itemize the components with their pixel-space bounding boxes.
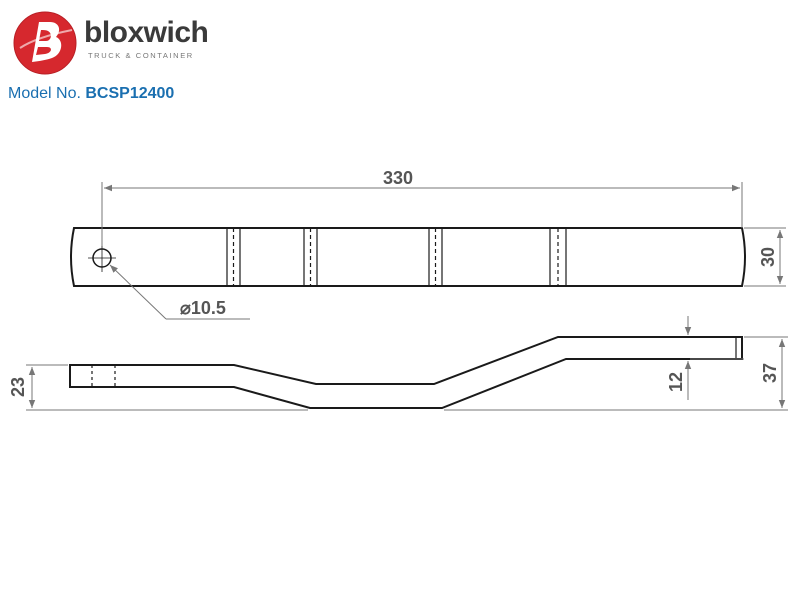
hole-diameter-leader: [109, 264, 250, 320]
bloxwich-b-logo-icon: [13, 11, 77, 75]
thickness-label: 12: [666, 372, 686, 392]
thickness-dimension: [684, 316, 744, 400]
fold-lines: [226, 228, 567, 286]
width-label: 30: [758, 247, 778, 267]
side-fold-lines: [91, 337, 737, 387]
total-height-dimension: [444, 336, 788, 411]
top-view: 330 30 ⌀10.5: [70, 168, 786, 320]
total-height-label: 37: [760, 363, 780, 383]
strap-profile-side: [69, 336, 743, 409]
end-height-dimension: [26, 364, 308, 411]
overall-length-label: 330: [383, 168, 413, 188]
end-height-label: 23: [8, 377, 28, 397]
strap-outline-top: [70, 227, 746, 287]
overall-length-dimension: [101, 182, 743, 246]
model-line: Model No. BCSP12400: [8, 86, 174, 102]
side-view: 23 12 37: [8, 316, 788, 411]
header: bloxwich TRUCK & CONTAINER Model No. BCS…: [0, 0, 800, 110]
width-dimension: [744, 227, 786, 287]
model-number: BCSP12400: [85, 85, 175, 102]
brand-tagline: TRUCK & CONTAINER: [88, 51, 194, 60]
brand-name: bloxwich: [84, 16, 209, 49]
model-label: Model No.: [8, 85, 81, 102]
hole-diameter-label: ⌀10.5: [180, 298, 226, 318]
